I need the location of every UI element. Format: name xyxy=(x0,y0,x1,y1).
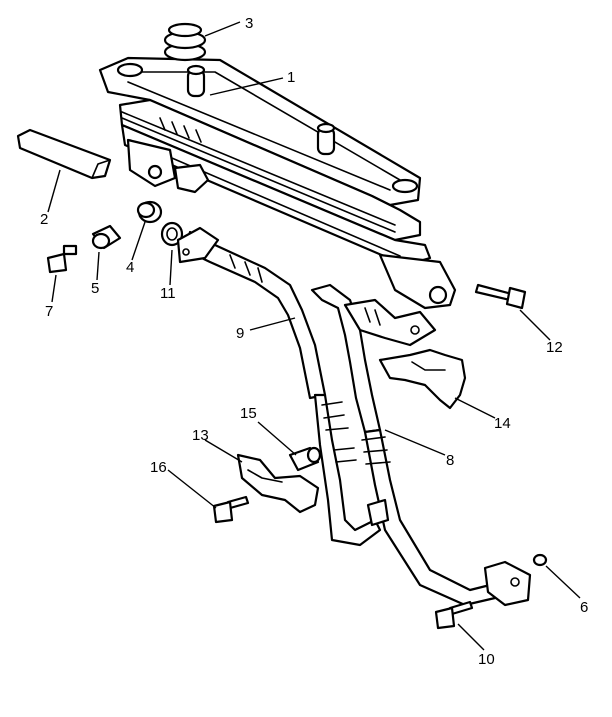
callout-12: 12 xyxy=(546,339,563,356)
callout-11: 11 xyxy=(160,285,176,302)
part-8-pipe xyxy=(310,283,532,607)
part-9-hose xyxy=(176,226,382,547)
part-6-washer xyxy=(532,553,548,567)
callout-14: 14 xyxy=(494,415,511,432)
part-12-bolt xyxy=(474,283,527,310)
callout-6: 6 xyxy=(580,599,588,616)
leader-lines xyxy=(47,21,581,651)
part-10-bolt xyxy=(434,600,474,630)
part-16-bolt xyxy=(212,495,250,524)
callout-10: 10 xyxy=(478,651,495,668)
part-5-collar xyxy=(91,224,122,250)
callout-9: 9 xyxy=(236,325,244,342)
callouts: 3 1 2 4 5 11 7 9 12 15 14 13 8 16 6 10 xyxy=(40,15,588,668)
part-3-grommet xyxy=(163,22,207,62)
callout-1: 1 xyxy=(287,69,295,86)
callout-8: 8 xyxy=(446,452,454,469)
callout-3: 3 xyxy=(245,15,253,32)
callout-5: 5 xyxy=(91,280,99,297)
part-2-sleeve xyxy=(16,128,112,180)
callout-16: 16 xyxy=(150,459,167,476)
callout-2: 2 xyxy=(40,211,48,228)
callout-4: 4 xyxy=(126,259,134,276)
part-13-clamp xyxy=(236,453,320,514)
part-11-o-ring xyxy=(160,221,184,247)
part-15-sleeve xyxy=(288,446,322,472)
callout-7: 7 xyxy=(45,303,53,320)
part-1-oil-cooler xyxy=(98,56,457,310)
callout-15: 15 xyxy=(240,405,257,422)
part-4-grommet xyxy=(136,200,163,224)
part-7-bolt xyxy=(46,244,78,274)
callout-13: 13 xyxy=(192,427,209,444)
part-14-clamp xyxy=(378,348,467,410)
